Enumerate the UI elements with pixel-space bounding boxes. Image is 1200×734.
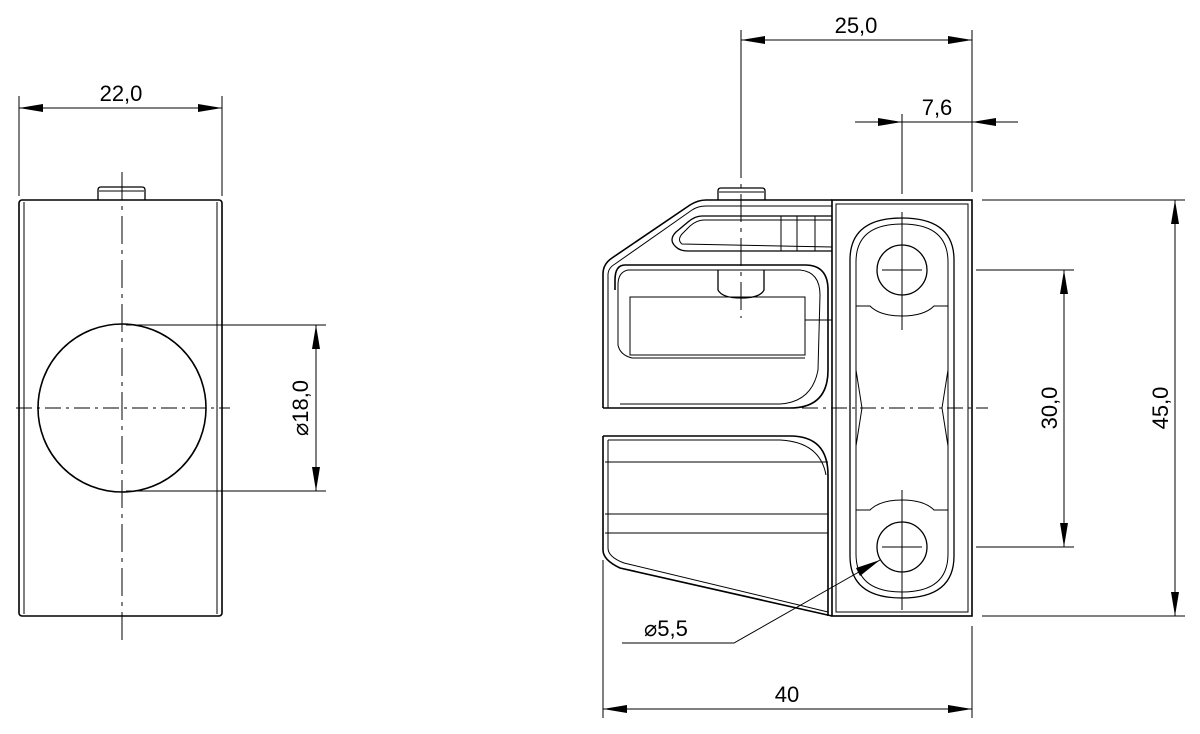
dimension-offset-25: 25,0 bbox=[740, 13, 973, 192]
lower-jaw-upper-edge bbox=[603, 435, 829, 616]
dimension-hole-diameter-5-5: ⌀5,5 bbox=[622, 559, 881, 644]
side-view: 25,0 7,6 30,0 45,0 bbox=[602, 13, 1185, 718]
dimension-bore-18: ⌀18,0 bbox=[126, 324, 326, 492]
upper-slot bbox=[671, 215, 832, 252]
lower-jaw-outline bbox=[602, 436, 833, 617]
dimension-label-hole-diameter: 5,5 bbox=[657, 616, 688, 641]
dimension-label-height: 45,0 bbox=[1148, 387, 1173, 430]
dimension-label-depth: 40 bbox=[775, 682, 799, 707]
dimension-width-22: 22,0 bbox=[18, 81, 223, 196]
dimension-label-slot-offset: 7,6 bbox=[922, 95, 953, 120]
upper-arm-outline bbox=[602, 199, 832, 408]
dimension-depth-40: 40 bbox=[602, 560, 973, 718]
diameter-symbol: ⌀ bbox=[644, 616, 657, 641]
slot-outline bbox=[849, 217, 955, 599]
diameter-symbol: ⌀ bbox=[288, 423, 313, 436]
dimension-hole-spacing-30: 30,0 bbox=[976, 269, 1074, 548]
hook-inner-block bbox=[629, 296, 806, 356]
dimension-label-hole-spacing: 30,0 bbox=[1037, 387, 1062, 430]
dimension-label-width: 22,0 bbox=[100, 81, 143, 106]
front-view: 22,0 ⌀18,0 bbox=[16, 81, 326, 642]
hook-inner-outline bbox=[603, 264, 829, 409]
dimension-label-bore: 18,0 bbox=[288, 380, 313, 423]
dimension-label-offset: 25,0 bbox=[835, 13, 878, 38]
svg-text:⌀18,0: ⌀18,0 bbox=[288, 380, 313, 436]
dimension-slot-offset-7-6: 7,6 bbox=[855, 95, 1018, 126]
dimension-height-45: 45,0 bbox=[982, 199, 1185, 617]
hole-diameter-label: ⌀5,5 bbox=[644, 616, 688, 641]
